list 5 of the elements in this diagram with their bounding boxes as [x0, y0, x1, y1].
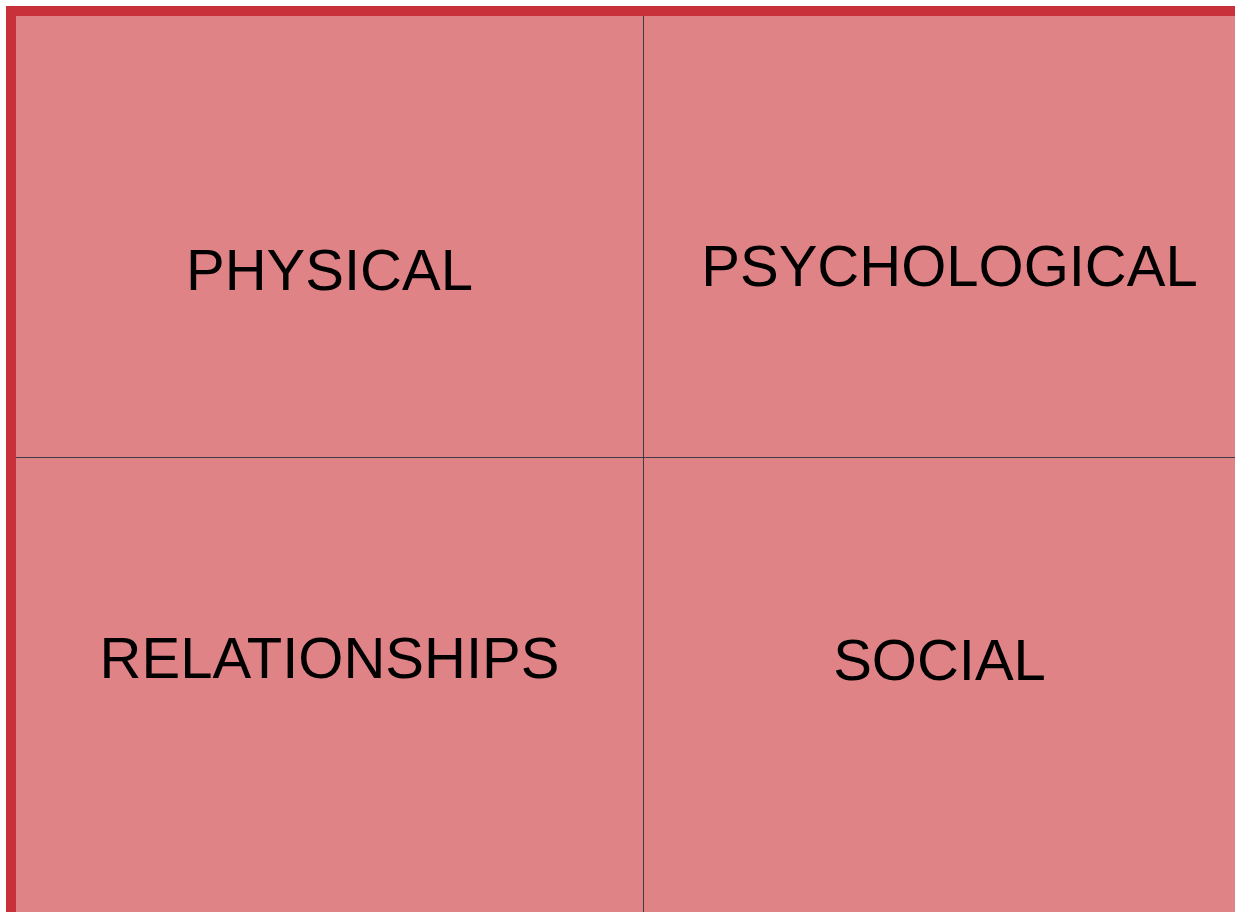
quadrant-title: PSYCHOLOGICAL [701, 232, 1198, 299]
quadrant-title: PHYSICAL [186, 236, 473, 303]
quadrant-title: SOCIAL [833, 625, 1046, 693]
quadrant-panel [16, 16, 644, 458]
quadrant-title: RELATIONSHIPS [99, 623, 560, 691]
